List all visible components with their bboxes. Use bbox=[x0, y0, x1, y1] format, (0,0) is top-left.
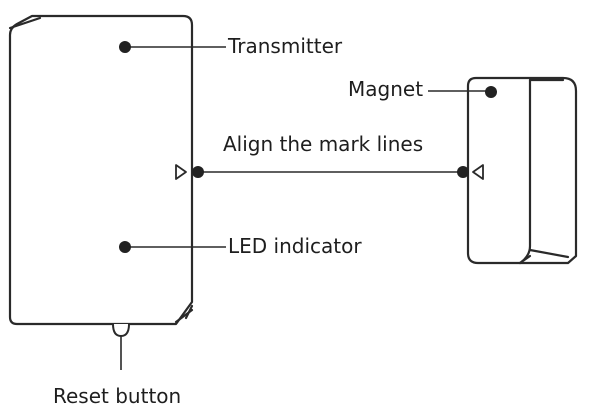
transmitter-alignment-mark bbox=[175, 164, 187, 180]
magnet-bottom-edge bbox=[528, 248, 570, 259]
magnet-bottom-corner bbox=[518, 254, 532, 265]
transmitter-device bbox=[8, 14, 194, 326]
alignment-dot-left bbox=[192, 166, 204, 178]
magnet-device bbox=[466, 76, 578, 265]
led-indicator-label: LED indicator bbox=[228, 234, 362, 258]
transmitter-dot bbox=[119, 41, 131, 53]
led-indicator-dot bbox=[119, 241, 131, 253]
alignment-dot-right bbox=[457, 166, 469, 178]
align-mark-lines-label: Align the mark lines bbox=[223, 132, 424, 156]
transmitter-front-face bbox=[8, 14, 194, 326]
transmitter-label: Transmitter bbox=[228, 34, 343, 58]
magnet-alignment-mark bbox=[472, 164, 484, 180]
magnet-dot bbox=[485, 86, 497, 98]
reset-button-bump bbox=[112, 323, 130, 338]
magnet-outline bbox=[466, 76, 578, 265]
magnet-label: Magnet bbox=[348, 77, 424, 101]
magnet-side-edge bbox=[518, 78, 532, 265]
reset-button-label: Reset button bbox=[53, 384, 182, 408]
transmitter-inner-edge bbox=[184, 304, 194, 320]
transmitter-side-edge bbox=[8, 16, 42, 30]
